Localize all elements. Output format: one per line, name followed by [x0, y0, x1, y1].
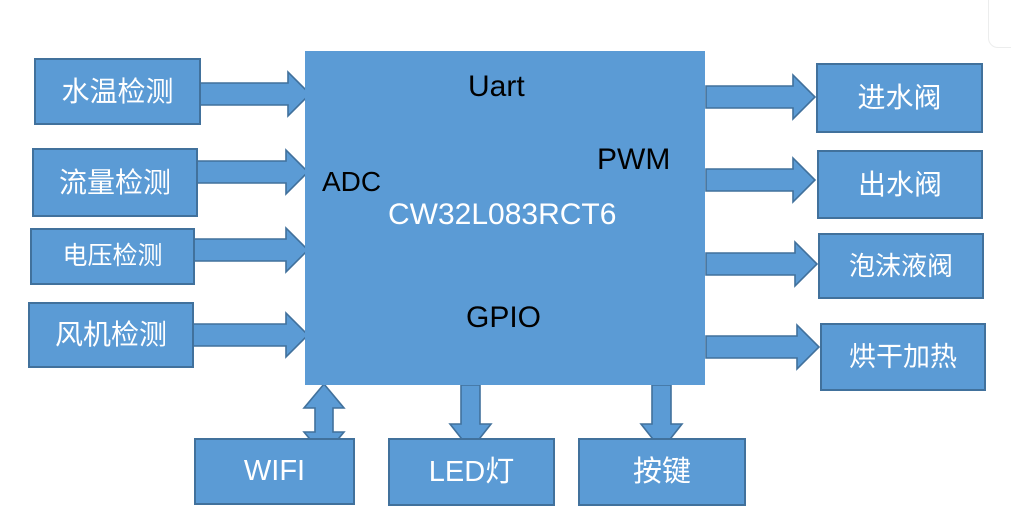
output-box-outlet-valve[interactable]: 出水阀 — [817, 150, 983, 219]
input-label-fan: 风机检测 — [54, 319, 167, 350]
arrow-output-dry-heat — [705, 323, 821, 371]
mcu-peripheral-uart: Uart — [468, 70, 525, 103]
output-box-inlet-valve[interactable]: 进水阀 — [816, 63, 983, 133]
output-label-outlet-valve: 出水阀 — [857, 168, 942, 200]
input-box-water-temp[interactable]: 水温检测 — [34, 58, 201, 125]
arrow-output-inlet-valve — [705, 73, 817, 121]
input-label-voltage: 电压检测 — [62, 242, 163, 270]
peripheral-box-wifi[interactable]: WIFI — [194, 438, 355, 505]
input-box-voltage[interactable]: 电压检测 — [30, 228, 195, 285]
arrow-input-voltage — [193, 226, 310, 274]
arrow-input-fan — [192, 311, 310, 359]
mcu-peripheral-gpio: GPIO — [466, 301, 542, 334]
peripheral-box-key[interactable]: 按键 — [578, 438, 746, 506]
mcu-block[interactable] — [305, 51, 705, 385]
input-label-water-temp: 水温检测 — [61, 75, 174, 107]
mcu-peripheral-pwm: PWM — [597, 143, 671, 176]
peripheral-box-led[interactable]: LED灯 — [388, 438, 555, 506]
output-label-foam-valve: 泡沫液阀 — [848, 251, 953, 281]
mcu-part-number: CW32L083RCT6 — [388, 198, 617, 231]
peripheral-label-wifi: WIFI — [243, 455, 306, 487]
arrow-output-outlet-valve — [705, 156, 817, 204]
arrow-output-foam-valve — [705, 240, 819, 288]
output-box-dry-heat[interactable]: 烘干加热 — [820, 323, 986, 391]
output-label-inlet-valve: 进水阀 — [857, 82, 942, 113]
mcu-peripheral-adc: ADC — [322, 166, 382, 197]
corner-artifact-shape — [988, 0, 1011, 48]
peripheral-label-key: 按键 — [632, 455, 691, 488]
input-box-flow[interactable]: 流量检测 — [32, 148, 198, 217]
output-label-dry-heat: 烘干加热 — [849, 341, 957, 372]
output-box-foam-valve[interactable]: 泡沫液阀 — [818, 233, 984, 299]
input-box-fan[interactable]: 风机检测 — [28, 302, 194, 368]
arrow-input-water-temp — [199, 70, 312, 118]
input-label-flow: 流量检测 — [58, 166, 171, 198]
peripheral-label-led: LED灯 — [428, 455, 515, 488]
arrow-input-flow — [196, 148, 310, 196]
